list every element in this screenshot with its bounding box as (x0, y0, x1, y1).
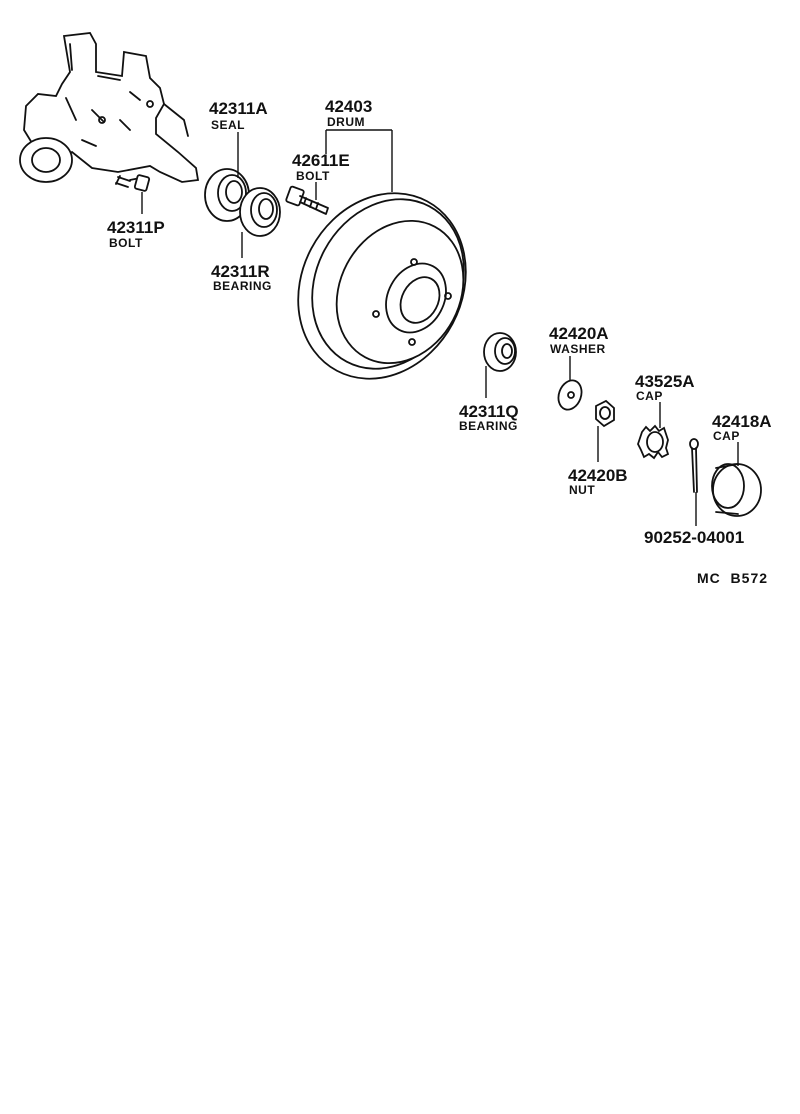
washer-42420a (557, 379, 583, 411)
part-name-nut: NUT (569, 483, 595, 497)
part-number-43525a: 43525A (635, 372, 695, 391)
part-number-42403: 42403 (325, 97, 372, 116)
part-name-drum: DRUM (327, 115, 365, 129)
nut-42420b (595, 399, 615, 428)
part-name-cap-2: CAP (713, 429, 740, 443)
part-number-42311a: 42311A (209, 99, 268, 118)
part-number-42420b: 42420B (568, 466, 628, 485)
part-name-bearing-2: BEARING (459, 419, 518, 433)
part-name-seal: SEAL (211, 118, 245, 132)
part-number-42311p: 42311P (107, 218, 165, 237)
bearing-42311q (483, 332, 517, 372)
part-name-bearing: BEARING (213, 279, 272, 293)
grease-cap-42418a (711, 463, 762, 517)
part-number-42420a: 42420A (549, 324, 609, 343)
bolt-42611e (285, 185, 329, 215)
part-number-90252-04001: 90252-04001 (644, 528, 744, 547)
part-name-cap: CAP (636, 389, 663, 403)
part-name-bolt: BOLT (296, 169, 330, 183)
cotter-pin-90252-04001 (689, 438, 699, 493)
part-number-42311q: 42311Q (459, 402, 519, 421)
part-number-42311r: 42311R (211, 262, 270, 281)
bearing-42311r (239, 187, 281, 237)
part-name-bolt-2: BOLT (109, 236, 143, 250)
cap-43525a (637, 424, 670, 460)
bolt-42311p (115, 174, 151, 192)
diagram-code: MC B572 (697, 570, 768, 586)
steering-knuckle (19, 32, 200, 183)
part-name-washer: WASHER (550, 342, 606, 356)
brake-drum-42403 (297, 192, 467, 380)
part-number-42418a: 42418A (712, 412, 772, 431)
part-number-42611e: 42611E (292, 151, 350, 170)
leader-lines (141, 129, 739, 526)
